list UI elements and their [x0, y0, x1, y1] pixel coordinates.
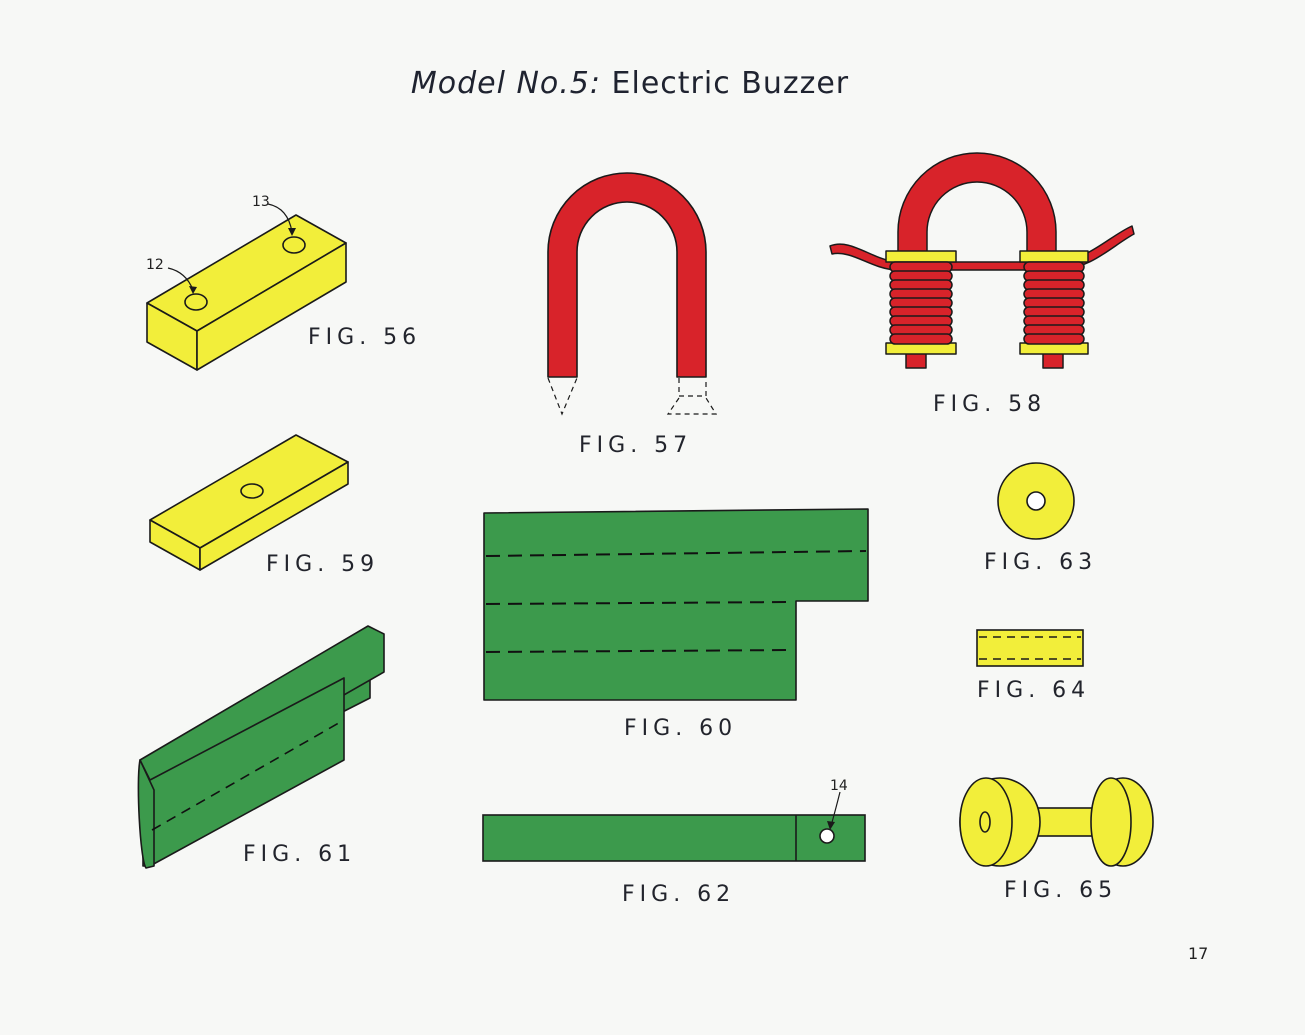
fig60-sheet — [483, 508, 869, 701]
fig65-bobbin — [959, 777, 1154, 867]
fig56-hole-13 — [282, 236, 306, 254]
fig56-label: FIG. 56 — [308, 325, 422, 350]
callout-14: 14 — [830, 778, 848, 794]
fig57-magnet — [547, 172, 718, 416]
fig61-label: FIG. 61 — [243, 842, 357, 867]
fig56-block — [146, 203, 347, 371]
fig63-label: FIG. 63 — [984, 550, 1098, 575]
fig58-label: FIG. 58 — [933, 392, 1047, 417]
fig64-label: FIG. 64 — [977, 678, 1091, 703]
fig64-tube — [976, 629, 1084, 667]
fig62-strip — [482, 791, 866, 862]
title-model-name: Electric Buzzer — [611, 66, 850, 101]
callout-13: 13 — [252, 194, 270, 210]
fig59-plate — [149, 434, 349, 571]
page-title: Model No.5: Electric Buzzer — [0, 66, 1260, 101]
fig58-electromagnet — [829, 152, 1135, 369]
fig56-hole-12 — [184, 293, 208, 311]
fig61-bracket — [137, 625, 385, 869]
fig65-label: FIG. 65 — [1004, 878, 1118, 903]
fig62-label: FIG. 62 — [622, 882, 736, 907]
fig57-label: FIG. 57 — [579, 433, 693, 458]
title-model-number: Model No.5: — [410, 66, 601, 101]
callout-12: 12 — [146, 257, 164, 273]
page-number: 17 — [1188, 944, 1209, 963]
fig60-label: FIG. 60 — [624, 716, 738, 741]
fig63-washer — [997, 462, 1075, 540]
fig59-label: FIG. 59 — [266, 552, 380, 577]
